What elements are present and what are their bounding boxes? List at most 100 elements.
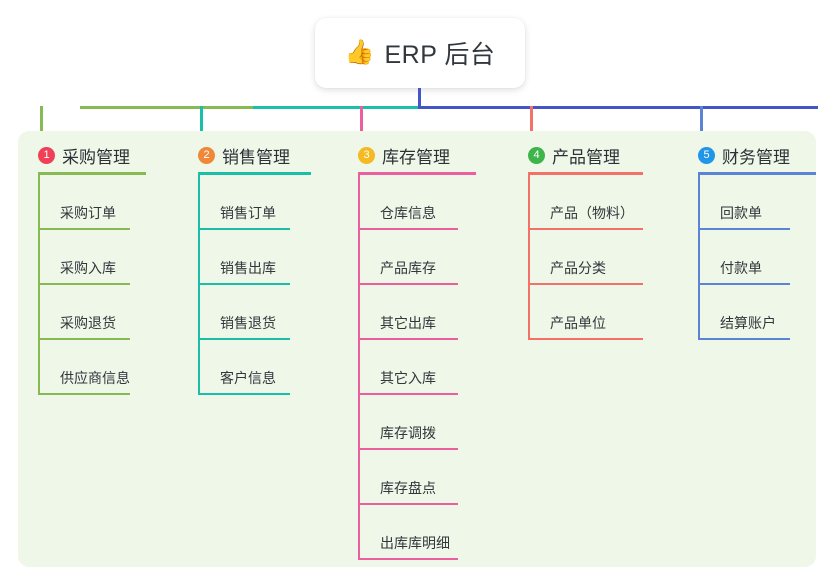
branch-title-4: 产品管理: [552, 147, 620, 167]
branch-item-underline: [358, 393, 458, 395]
branch-title-1: 采购管理: [62, 147, 130, 167]
branch-item[interactable]: 客户信息: [198, 340, 311, 395]
branch-item-underline: [698, 283, 790, 285]
branch-item-label: 其它出库: [380, 315, 436, 331]
branch-item-label: 库存盘点: [380, 480, 436, 496]
branch-item[interactable]: 销售订单: [198, 175, 311, 230]
branch-item[interactable]: 产品单位: [528, 285, 643, 340]
branch-underline-4: [528, 172, 643, 175]
branch-item-label: 产品库存: [380, 260, 436, 276]
branch-item-label: 付款单: [720, 260, 762, 276]
branch-item[interactable]: 产品分类: [528, 230, 643, 285]
branch-column-3: 3 库存管理仓库信息产品库存其它出库其它入库库存调拨库存盘点出库库明细: [358, 143, 476, 560]
branch-connector-1: [40, 106, 43, 139]
branch-item[interactable]: 回款单: [698, 175, 816, 230]
branch-item-label: 采购退货: [60, 315, 116, 331]
branch-item-underline: [38, 228, 130, 230]
branch-title-2: 销售管理: [222, 147, 290, 167]
branch-header-3[interactable]: 3 库存管理: [358, 143, 476, 167]
branch-item-label: 销售出库: [220, 260, 276, 276]
branch-connector-4: [530, 106, 533, 139]
branch-item[interactable]: 销售退货: [198, 285, 311, 340]
branch-item-label: 回款单: [720, 205, 762, 221]
branch-spine-2: [198, 175, 200, 395]
branch-underline-2: [198, 172, 311, 175]
branch-item[interactable]: 销售出库: [198, 230, 311, 285]
branch-item[interactable]: 其它入库: [358, 340, 476, 395]
branch-item-underline: [198, 393, 290, 395]
branch-badge-2: 2: [198, 146, 215, 164]
branch-item-underline: [38, 393, 130, 395]
branch-item-label: 供应商信息: [60, 370, 130, 386]
branch-item-underline: [358, 558, 458, 560]
branch-children-5: 回款单付款单结算账户: [698, 175, 816, 340]
branch-item-underline: [198, 338, 290, 340]
branch-spine-1: [38, 175, 40, 395]
branch-underline-3: [358, 172, 476, 175]
branch-item-underline: [528, 283, 643, 285]
branch-item-label: 结算账户: [720, 315, 776, 331]
branch-item-underline: [698, 228, 790, 230]
branch-item-label: 出库库明细: [380, 535, 450, 551]
branch-item[interactable]: 产品（物料）: [528, 175, 643, 230]
branch-item-label: 仓库信息: [380, 205, 436, 221]
branch-item-label: 采购订单: [60, 205, 116, 221]
branch-children-2: 销售订单销售出库销售退货客户信息: [198, 175, 311, 395]
branch-item[interactable]: 采购入库: [38, 230, 146, 285]
branch-item[interactable]: 其它出库: [358, 285, 476, 340]
thumbs-up-icon: 👍: [344, 39, 375, 66]
branch-children-1: 采购订单采购入库采购退货供应商信息: [38, 175, 146, 395]
branch-item-label: 产品（物料）: [550, 205, 634, 221]
branch-item[interactable]: 结算账户: [698, 285, 816, 340]
branch-item[interactable]: 库存调拨: [358, 395, 476, 450]
branch-item[interactable]: 产品库存: [358, 230, 476, 285]
branch-item-underline: [698, 338, 790, 340]
branch-underline-1: [38, 172, 146, 175]
diagram-panel: [18, 131, 816, 567]
branch-item-underline: [358, 283, 458, 285]
branch-connector-5: [700, 106, 703, 139]
branch-item-underline: [358, 338, 458, 340]
branch-item-label: 销售退货: [220, 315, 276, 331]
branch-item-label: 采购入库: [60, 260, 116, 276]
branch-item[interactable]: 仓库信息: [358, 175, 476, 230]
branch-item[interactable]: 采购退货: [38, 285, 146, 340]
branch-item-label: 客户信息: [220, 370, 276, 386]
root-stem-connector: [418, 88, 421, 108]
branch-item[interactable]: 采购订单: [38, 175, 146, 230]
branch-item-label: 其它入库: [380, 370, 436, 386]
branch-underline-5: [698, 172, 816, 175]
branch-item[interactable]: 库存盘点: [358, 450, 476, 505]
branch-item[interactable]: 付款单: [698, 230, 816, 285]
branch-item[interactable]: 供应商信息: [38, 340, 146, 395]
branch-item-underline: [38, 338, 130, 340]
branch-item-label: 销售订单: [220, 205, 276, 221]
branch-children-4: 产品（物料） 产品分类产品单位: [528, 175, 643, 340]
branch-badge-3: 3: [358, 146, 375, 164]
branch-item-underline: [528, 228, 643, 230]
branch-header-5[interactable]: 5 财务管理: [698, 143, 816, 167]
branch-connector-3: [360, 106, 363, 139]
branch-item-underline: [198, 228, 290, 230]
branch-header-2[interactable]: 2 销售管理: [198, 143, 311, 167]
branch-item-underline: [358, 503, 458, 505]
branch-column-5: 5 财务管理回款单付款单结算账户: [698, 143, 816, 340]
branch-title-3: 库存管理: [382, 147, 450, 167]
branch-spine-3: [358, 175, 360, 560]
branch-badge-5: 5: [698, 146, 715, 164]
bus-segment-blue: [418, 106, 818, 109]
branch-item-underline: [528, 338, 643, 340]
branch-spine-5: [698, 175, 700, 340]
branch-item-label: 产品分类: [550, 260, 606, 276]
branch-item-label: 库存调拨: [380, 425, 436, 441]
root-node[interactable]: 👍 ERP 后台: [315, 18, 525, 88]
branch-item-underline: [358, 228, 458, 230]
branch-item[interactable]: 出库库明细: [358, 505, 476, 560]
branch-title-5: 财务管理: [722, 147, 790, 167]
branch-item-underline: [358, 448, 458, 450]
branch-item-label: 产品单位: [550, 315, 606, 331]
